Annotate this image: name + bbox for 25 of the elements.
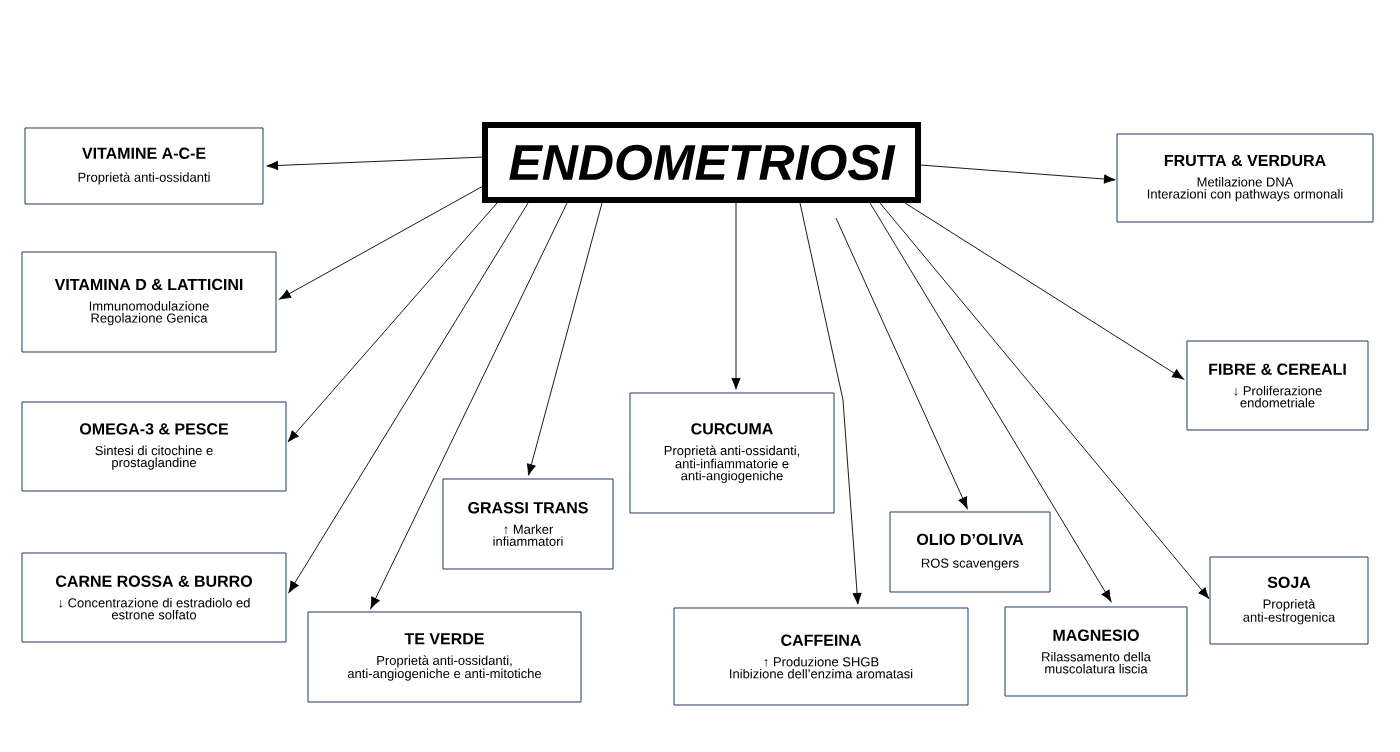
arrow <box>287 202 498 443</box>
arrow <box>370 202 568 609</box>
arrow <box>904 202 1184 380</box>
arrow <box>288 202 529 593</box>
food-box: SOJA Proprietà anti-estrogenica <box>1209 556 1369 645</box>
food-box: CARNE ROSSA & BURRO ↓ Concentrazione di estradiolo ed estrone solfato <box>21 552 287 643</box>
arrow <box>879 202 1210 600</box>
arrow <box>869 202 1112 602</box>
food-box: TE VERDE Proprietà anti-ossidanti, anti-angiogeniche e anti-mitotiche <box>307 611 582 703</box>
food-box: FIBRE & CEREALI ↓ Proliferazione endometriale <box>1186 340 1369 431</box>
title-box: ENDOMETRIOSI <box>482 122 921 203</box>
food-box: CURCUMA Proprietà anti-ossidanti, anti-infiammatorie e anti-angiogeniche <box>629 392 835 514</box>
food-box: OLIO D’OLIVA ROS scavengers <box>889 511 1051 593</box>
arrow <box>835 217 968 509</box>
food-box: MAGNESIO Rilassamento della muscolatura liscia <box>1004 606 1188 697</box>
arrow <box>799 202 862 605</box>
arrow <box>731 202 741 390</box>
food-box: GRASSI TRANS ↑ Marker infiammatori <box>442 478 614 570</box>
food-box: FRUTTA & VERDURA Metilazione DNA Interazioni con pathways ormonali <box>1116 133 1374 223</box>
food-box: VITAMINA D & LATTICINI Immunomodulazione Regolazione Genica <box>21 251 277 353</box>
food-box: VITAMINE A-C-E Proprietà anti-ossidanti <box>24 127 264 205</box>
arrow <box>526 202 603 476</box>
food-box: OMEGA-3 & PESCE Sintesi di citochine e prostaglandine <box>21 401 287 492</box>
food-box: CAFFEINA ↑ Produzione SHGB Inibizione dell’enzima aromatasi <box>673 607 969 706</box>
arrow <box>919 164 1116 184</box>
